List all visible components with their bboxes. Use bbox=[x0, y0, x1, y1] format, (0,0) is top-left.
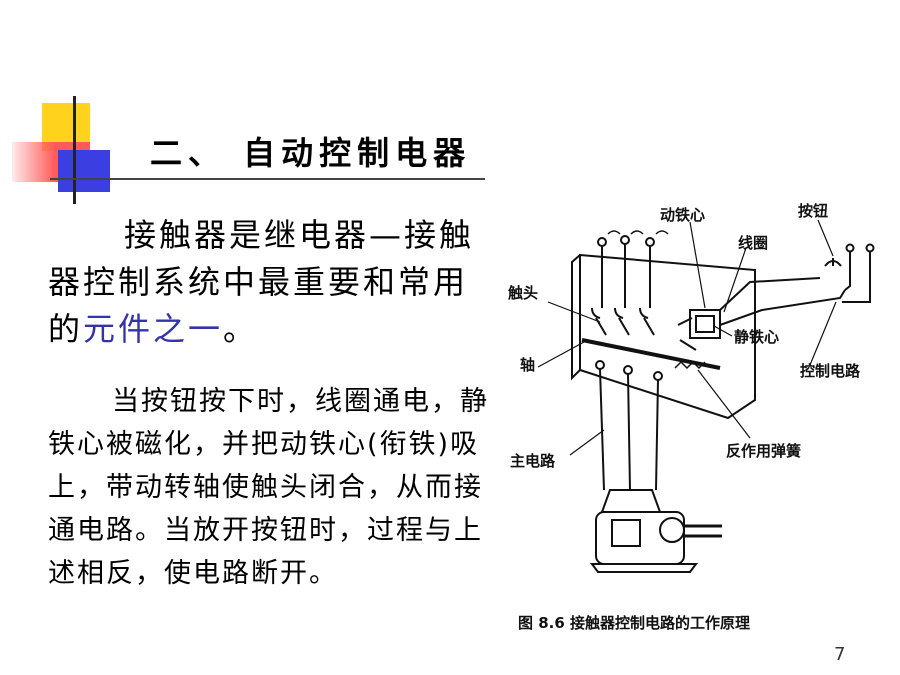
terminal-icon bbox=[595, 360, 605, 370]
label-static-core: 静铁心 bbox=[734, 328, 779, 346]
leader-line bbox=[809, 301, 837, 366]
label-control-circuit: 控制电路 bbox=[800, 362, 861, 380]
leader-line bbox=[689, 221, 706, 309]
contactor-housing bbox=[579, 253, 756, 420]
spring-icon bbox=[674, 360, 706, 370]
terminal-icon bbox=[653, 371, 663, 381]
operation-paragraph: 当按钮按下时，线圈通电，静铁心被磁化，并把动铁心(衔铁)吸上，带动转轴使触头闭合… bbox=[48, 380, 498, 595]
leader-line bbox=[547, 301, 601, 323]
contactor-housing-side bbox=[571, 254, 581, 381]
label-coil: 线圈 bbox=[738, 234, 768, 252]
label-contact: 触头 bbox=[508, 284, 538, 302]
page-number: 7 bbox=[834, 644, 846, 665]
motor-terminal-block bbox=[611, 519, 641, 547]
contactor-diagram: 动铁心 按钮 线圈 触头 静铁心 轴 控制电路 反作用弹簧 主电路 图 8.6 … bbox=[500, 190, 890, 635]
terminal-icon bbox=[645, 237, 655, 247]
decor-blue-square bbox=[58, 150, 110, 192]
operation-text: 当按钮按下时，线圈通电，静铁心被磁化，并把动铁心(衔铁)吸上，带动转轴使触头闭合… bbox=[48, 386, 489, 589]
motor-junction-box bbox=[600, 489, 662, 513]
static-core-block bbox=[695, 315, 715, 333]
contactor-diagram-svg: 动铁心 按钮 线圈 触头 静铁心 轴 控制电路 反作用弹簧 主电路 图 8.6 … bbox=[508, 202, 875, 632]
label-button: 按钮 bbox=[798, 202, 828, 220]
decor-vertical-line bbox=[73, 96, 76, 204]
label-main-circuit: 主电路 bbox=[510, 452, 556, 470]
terminal-icon bbox=[597, 237, 607, 247]
terminal-icon bbox=[623, 365, 633, 375]
leader-line bbox=[817, 219, 834, 257]
leader-line bbox=[723, 247, 747, 313]
label-shaft: 轴 bbox=[520, 356, 535, 374]
label-moving-core: 动铁心 bbox=[660, 206, 705, 224]
highlight-text: 元件之一 bbox=[83, 310, 224, 348]
coil-block bbox=[689, 309, 721, 339]
figure-caption: 图 8.6 接触器控制电路的工作原理 bbox=[518, 614, 750, 632]
terminal-icon bbox=[620, 235, 630, 245]
label-spring: 反作用弹簧 bbox=[726, 442, 801, 460]
leader-line bbox=[569, 429, 605, 456]
leader-line bbox=[697, 369, 751, 439]
intro-text-end: 。 bbox=[223, 310, 259, 348]
intro-text: 接触器是继电器—接触器控制系统中最重要和常用的 bbox=[48, 216, 475, 348]
slide-title: 二、 自动控制电器 bbox=[150, 134, 472, 172]
intro-paragraph: 接触器是继电器—接触器控制系统中最重要和常用的元件之一。 bbox=[48, 212, 488, 353]
shaft-bar bbox=[581, 338, 721, 370]
leader-line bbox=[537, 341, 585, 368]
leader-line bbox=[713, 325, 733, 337]
title-underline bbox=[50, 178, 485, 180]
